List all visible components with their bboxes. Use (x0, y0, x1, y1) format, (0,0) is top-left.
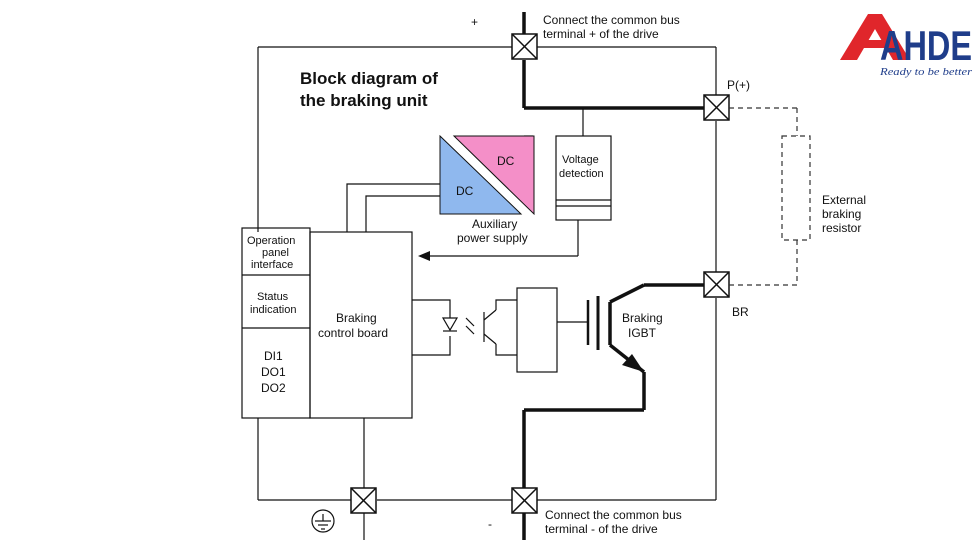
aux-supply-label-line-1: Auxiliary (472, 217, 517, 231)
voltage-detection-block (428, 108, 612, 257)
operation-panel-label-line-1: Operation (247, 235, 295, 247)
panel-blocks (241, 227, 311, 419)
ground-terminal (350, 487, 377, 514)
ahde-logo: AHDE Ready to be better (840, 14, 972, 78)
external-resistor-body (781, 135, 811, 241)
external-resistor-label-line-1: External (822, 193, 866, 207)
control-board-label-line-2: control board (318, 326, 388, 340)
p-plus-label: P(+) (727, 78, 750, 92)
top-bus-terminal (511, 33, 538, 60)
control-board-label-line-1: Braking (336, 311, 377, 325)
br-label: BR (732, 305, 749, 319)
braking-igbt (586, 296, 600, 350)
dc-output-label: DC (497, 154, 515, 168)
operation-panel-label-line-2: panel (262, 247, 289, 259)
bottom-bus-label-line-2: terminal - of the drive (545, 522, 658, 536)
ground-icon (311, 509, 335, 533)
aux-supply-label-line-2: power supply (457, 231, 528, 245)
io-label-do2: DO2 (261, 381, 286, 395)
logo-text: AHDE (880, 22, 972, 69)
igbt-emitter-arrow (622, 354, 644, 372)
voltage-detection-label-line-1: Voltage (562, 154, 599, 166)
external-resistor-wiring (729, 107, 811, 286)
bottom-bus-label-line-1: Connect the common bus (545, 508, 682, 522)
io-label-do1: DO1 (261, 365, 286, 379)
br-terminal (703, 271, 730, 298)
aux-power-supply-block (439, 134, 535, 216)
voltage-feedback-arrow (418, 251, 430, 261)
top-bus-sign: + (471, 15, 478, 29)
control-board-block (309, 231, 413, 419)
gate-driver-block (516, 287, 558, 373)
power-bus (522, 12, 704, 540)
top-bus-label-line-1: Connect the common bus (543, 13, 680, 27)
voltage-detection-label-line-2: detection (559, 168, 604, 180)
top-bus-label-line-2: terminal + of the drive (543, 27, 659, 41)
operation-panel-label-line-3: interface (251, 259, 293, 271)
status-label-line-2: indication (250, 304, 296, 316)
igbt-label-line-1: Braking (622, 311, 663, 325)
io-label-di1: DI1 (264, 349, 283, 363)
diagram-title-line-1: Block diagram of (300, 69, 438, 88)
diagram-title-line-2: the braking unit (300, 91, 428, 110)
status-label-line-1: Status (257, 291, 289, 303)
optocoupler (412, 299, 517, 356)
external-resistor-label-line-2: braking (822, 207, 861, 221)
bottom-bus-terminal (511, 487, 538, 514)
bottom-bus-sign: - (488, 517, 492, 531)
external-resistor-label-line-3: resistor (822, 221, 861, 235)
logo-tagline: Ready to be better (879, 67, 972, 78)
igbt-label-line-2: IGBT (628, 326, 657, 340)
frame-wiring (257, 46, 717, 540)
aux-supply-wiring (346, 183, 440, 232)
p-plus-terminal (703, 94, 730, 121)
dc-input-label: DC (456, 184, 474, 198)
